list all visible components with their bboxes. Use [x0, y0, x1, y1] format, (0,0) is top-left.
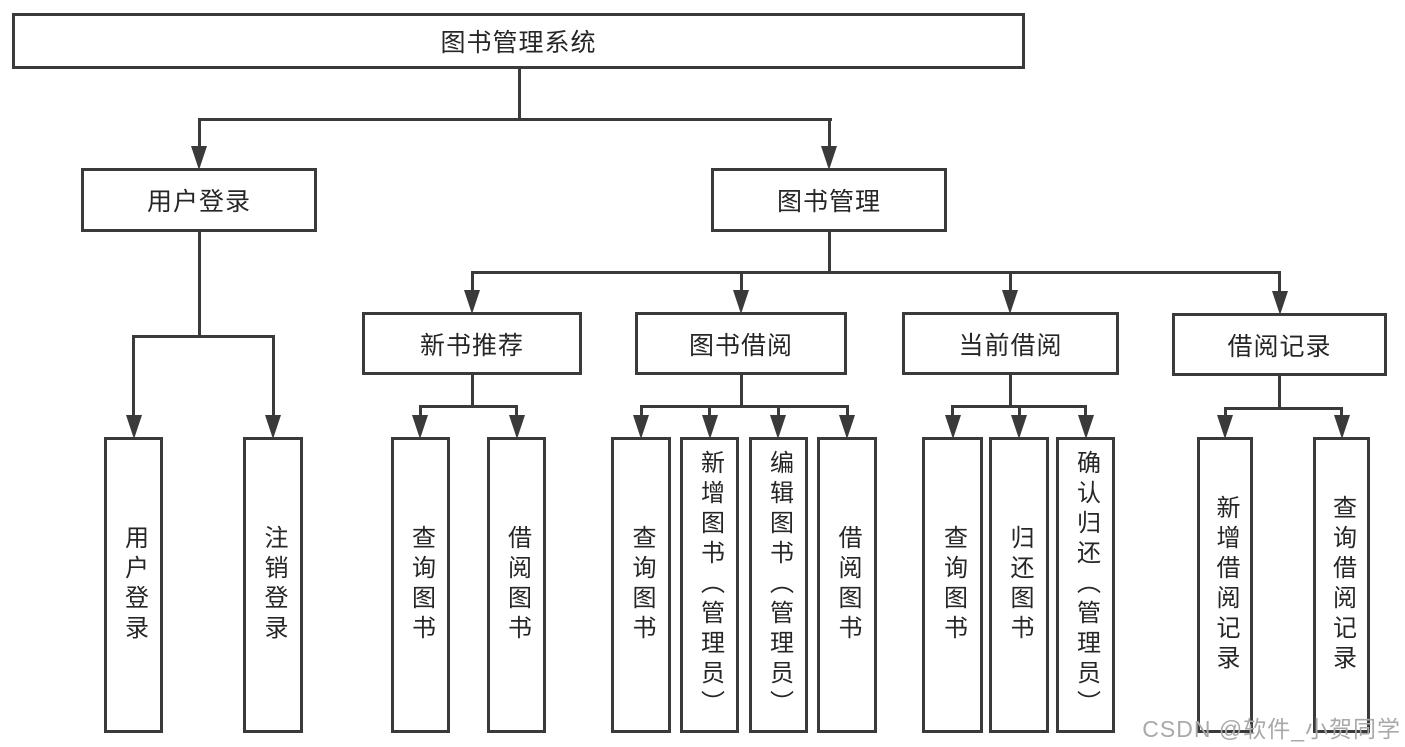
connector-line	[272, 335, 275, 419]
connector-line	[1278, 374, 1281, 409]
arrowhead-down-icon	[821, 146, 837, 170]
connector-line	[828, 118, 831, 150]
connector-line	[1224, 407, 1227, 419]
leaf-confirm-return-admin: 确认归还（管理员）	[1056, 437, 1115, 733]
connector-line	[1278, 271, 1281, 298]
connector-line	[515, 405, 518, 419]
connector-line	[1009, 373, 1012, 408]
node-book-borrowing: 图书借阅	[635, 312, 847, 375]
leaf-edit-book-admin: 编辑图书（管理员）	[749, 437, 808, 733]
arrowhead-down-icon	[1217, 415, 1233, 439]
connector-line	[828, 230, 831, 274]
arrowhead-down-icon	[509, 415, 525, 439]
leaf-borrow-books-recommend: 借阅图书	[487, 437, 546, 733]
connector-line	[1224, 407, 1342, 410]
connector-line	[1084, 405, 1087, 419]
arrowhead-down-icon	[265, 415, 281, 439]
csdn-watermark: CSDN @软件_小贺同学	[1142, 716, 1401, 742]
connector-line	[951, 405, 954, 419]
connector-line	[1009, 271, 1012, 296]
node-user-login: 用户登录	[81, 168, 317, 232]
connector-line	[708, 405, 711, 419]
connector-line	[1018, 405, 1021, 419]
arrowhead-down-icon	[126, 415, 142, 439]
leaf-add-borrow-record: 新增借阅记录	[1197, 437, 1253, 733]
connector-line	[132, 335, 135, 419]
arrowhead-down-icon	[464, 290, 480, 314]
leaf-user-login: 用户登录	[104, 437, 163, 733]
connector-line	[198, 118, 832, 121]
node-book-management: 图书管理	[711, 168, 947, 232]
arrowhead-down-icon	[412, 415, 428, 439]
leaf-query-books-borrow: 查询图书	[611, 437, 671, 733]
arrowhead-down-icon	[839, 415, 855, 439]
leaf-add-book-admin: 新增图书（管理员）	[680, 437, 739, 733]
arrowhead-down-icon	[770, 415, 786, 439]
leaf-logout: 注销登录	[243, 437, 303, 733]
node-new-book-recommend: 新书推荐	[362, 312, 582, 375]
leaf-query-books-current: 查询图书	[922, 437, 983, 733]
arrowhead-down-icon	[1002, 290, 1018, 314]
arrowhead-down-icon	[191, 146, 207, 170]
node-root-library-system: 图书管理系统	[12, 13, 1025, 69]
arrowhead-down-icon	[1334, 415, 1350, 439]
leaf-query-borrow-record: 查询借阅记录	[1313, 437, 1370, 733]
connector-line	[518, 66, 521, 121]
connector-line	[740, 373, 743, 408]
arrowhead-down-icon	[1011, 415, 1027, 439]
node-current-borrowing: 当前借阅	[902, 312, 1119, 375]
connector-line	[1340, 407, 1343, 419]
connector-line	[640, 405, 643, 419]
arrowhead-down-icon	[633, 415, 649, 439]
arrowhead-down-icon	[733, 290, 749, 314]
connector-line	[846, 405, 849, 419]
leaf-query-books-recommend: 查询图书	[391, 437, 450, 733]
arrowhead-down-icon	[1272, 291, 1288, 315]
connector-line	[419, 405, 518, 408]
connector-line	[198, 118, 201, 150]
connector-line	[198, 230, 201, 337]
leaf-return-book: 归还图书	[989, 437, 1049, 733]
arrowhead-down-icon	[1078, 415, 1094, 439]
connector-line	[777, 405, 780, 419]
connector-line	[640, 405, 849, 408]
connector-line	[132, 335, 275, 338]
leaf-borrow-books: 借阅图书	[817, 437, 877, 733]
arrowhead-down-icon	[702, 415, 718, 439]
connector-line	[419, 405, 422, 419]
connector-line	[471, 271, 1281, 274]
arrowhead-down-icon	[945, 415, 961, 439]
connector-line	[740, 271, 743, 296]
connector-line	[471, 373, 474, 408]
node-borrowing-records: 借阅记录	[1172, 313, 1387, 376]
connector-line	[471, 271, 474, 296]
